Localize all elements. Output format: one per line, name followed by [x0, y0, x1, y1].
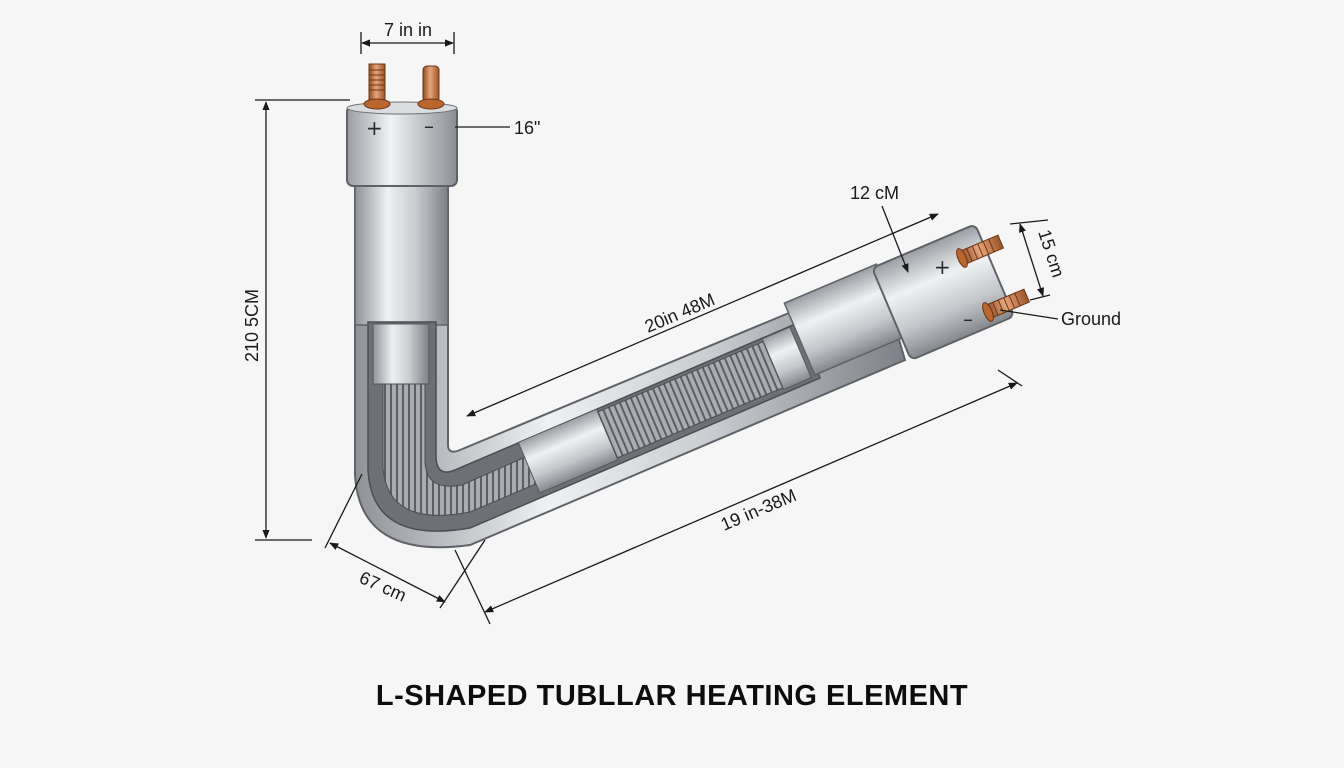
dim-terminal-spacing: 15 cm	[1034, 227, 1068, 280]
dim-right-cap: 12 cM	[850, 183, 899, 203]
dim-vertical-height: 210 5CM	[242, 289, 262, 362]
ground-label: Ground	[1061, 309, 1121, 329]
dim-lower-length: 19 in-38M	[718, 485, 799, 535]
diagram-title: L-SHAPED TUBLLAR HEATING ELEMENT	[376, 680, 968, 712]
terminal-positive-top	[363, 63, 391, 110]
minus-sign-top: –	[424, 114, 434, 138]
dim-top-width: 7 in in	[384, 20, 432, 40]
top-cap	[346, 105, 458, 187]
plus-sign-right: +	[934, 255, 951, 279]
dim-cap-height: 16"	[514, 118, 540, 138]
dim-bend-radius: 67 cm	[356, 567, 409, 605]
inner-sleeve	[372, 323, 430, 385]
dimension-lines	[255, 32, 1059, 625]
terminal-negative-top	[417, 65, 445, 110]
top-terminal-block: + –	[346, 63, 458, 187]
tube-body	[354, 179, 908, 549]
terminal-positive-right	[956, 234, 1005, 268]
minus-sign-right: –	[963, 307, 973, 331]
plus-sign-top: +	[366, 116, 383, 140]
